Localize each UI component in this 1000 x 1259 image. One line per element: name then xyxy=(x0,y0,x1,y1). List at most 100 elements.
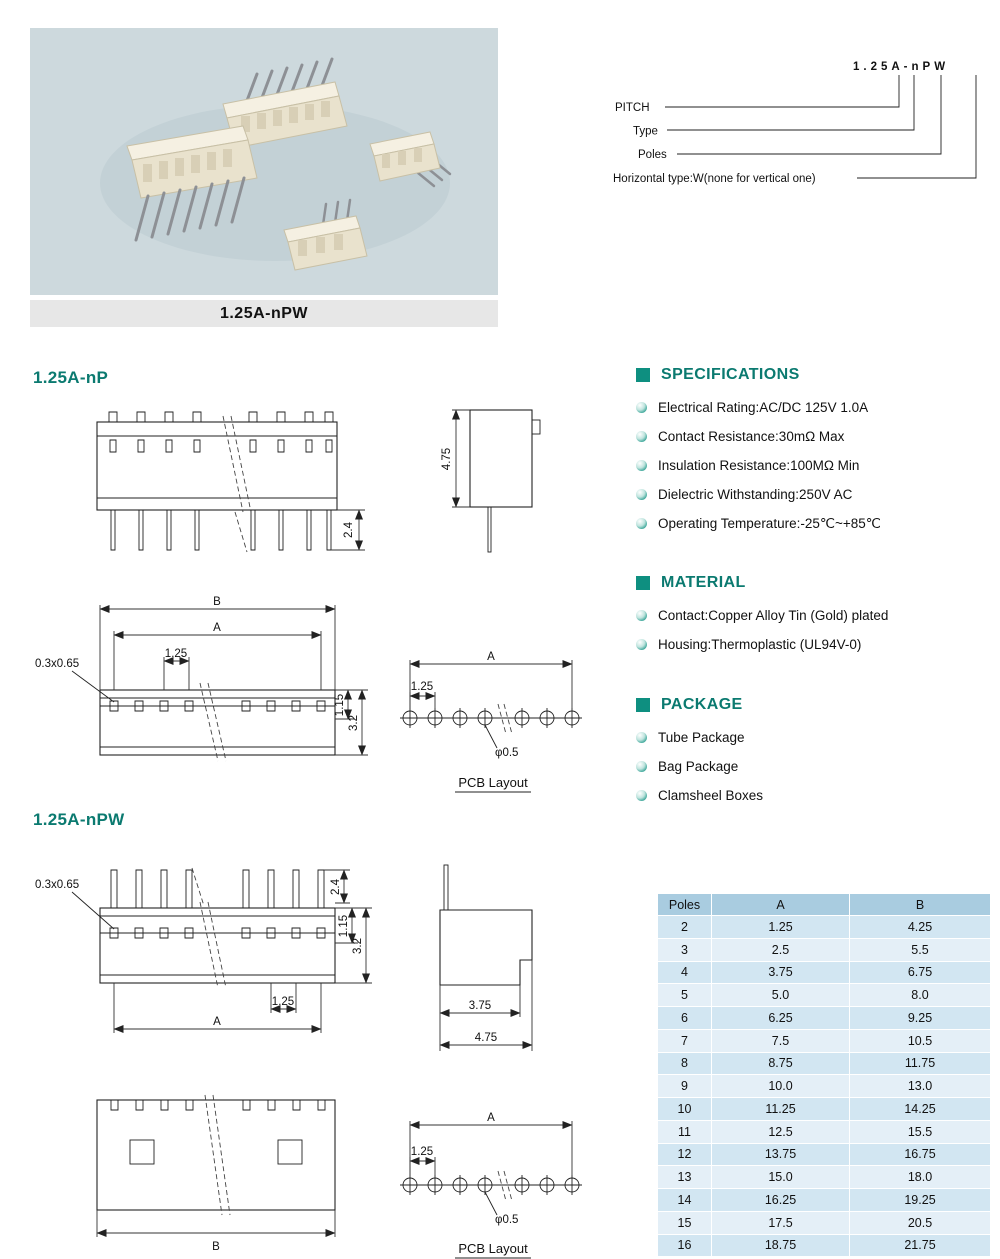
dim-a-label: A xyxy=(213,1016,221,1028)
table-cell: 3.75 xyxy=(711,960,850,985)
table-cell: 13.75 xyxy=(711,1142,850,1167)
table-cell: 19.25 xyxy=(849,1188,991,1212)
bullet-ball-icon xyxy=(636,402,647,413)
npw-front-drawing: 0.3x0.65 2.4 1.15 3.2 1.25 A xyxy=(35,867,372,1033)
table-cell: 15.0 xyxy=(711,1165,850,1189)
table-cell: 11.25 xyxy=(711,1097,850,1121)
package-block: PACKAGE Tube Package Bag Package Clamshe… xyxy=(636,696,1000,810)
material-item: Housing:Thermoplastic (UL94V-0) xyxy=(636,630,1000,659)
dim-a-label: A xyxy=(487,651,495,663)
table-cell: 1.25 xyxy=(711,915,850,939)
table-cell: 8.75 xyxy=(711,1051,850,1076)
table-cell: 17.5 xyxy=(711,1210,850,1235)
np-bottom-drawing: B A 1.25 0.3x0.65 1.15 3.2 xyxy=(35,596,368,762)
part-code-diagram: 1.25A-nPW PITCH Type Poles Horizontal ty… xyxy=(613,61,977,185)
table-cell: 8.0 xyxy=(849,983,991,1007)
material-block: MATERIAL Contact:Copper Alloy Tin (Gold)… xyxy=(636,574,1000,659)
table-cell: 11 xyxy=(657,1119,712,1144)
table-cell: 4 xyxy=(657,960,712,985)
specifications-block: SPECIFICATIONS Electrical Rating:AC/DC 1… xyxy=(636,366,1000,538)
table-cell: 11.75 xyxy=(849,1051,991,1076)
bullet-ball-icon xyxy=(636,431,647,442)
part-code: 1.25A-nPW xyxy=(853,61,949,73)
section-title-npw: 1.25A-nPW xyxy=(33,810,125,829)
table-cell: 15.5 xyxy=(849,1119,991,1144)
connector-illustration-left xyxy=(126,125,258,242)
dim-pitch-label: 1.25 xyxy=(411,681,433,693)
product-photo xyxy=(30,28,498,295)
table-cell: 5.5 xyxy=(849,937,991,962)
table-cell: 16.25 xyxy=(711,1188,850,1212)
table-cell: 21.75 xyxy=(849,1233,991,1258)
dim-pin-length-label: 2.4 xyxy=(330,878,342,895)
table-cell: 16.75 xyxy=(849,1142,991,1167)
table-cell: 3 xyxy=(657,937,712,962)
table-cell: 9 xyxy=(657,1074,712,1098)
table-cell: 13.0 xyxy=(849,1074,991,1098)
legend-pitch-label: PITCH xyxy=(615,102,650,114)
dim-pitch-label: 1.25 xyxy=(165,648,187,660)
section-title-np: 1.25A-nP xyxy=(33,368,109,387)
material-item: Contact:Copper Alloy Tin (Gold) plated xyxy=(636,601,1000,630)
column-header-a: A xyxy=(711,893,850,916)
pcb-layout-label: PCB Layout xyxy=(458,775,528,790)
table-cell: 2.5 xyxy=(711,937,850,962)
dim-b-label: B xyxy=(213,596,221,608)
spec-item: Dielectric Withstanding:250V AC xyxy=(636,480,1000,509)
square-bullet-icon xyxy=(636,698,650,712)
square-bullet-icon xyxy=(636,368,650,382)
table-cell: 12 xyxy=(657,1142,712,1167)
column-header-b: B xyxy=(849,893,991,916)
npw-pcb-layout-drawing: A 1.25 φ0.5 PCB Layout xyxy=(400,1112,582,1259)
dim-row-height-label: 1.15 xyxy=(338,915,350,937)
bullet-ball-icon xyxy=(636,460,647,471)
legend-poles-label: Poles xyxy=(638,149,667,161)
table-cell: 7.5 xyxy=(711,1028,850,1053)
table-cell: 18.75 xyxy=(711,1233,850,1258)
bullet-ball-icon xyxy=(636,790,647,801)
dim-slot-label: 0.3x0.65 xyxy=(35,658,79,670)
bullet-ball-icon xyxy=(636,732,647,743)
dim-body-height-label: 4.75 xyxy=(441,448,453,470)
bullet-ball-icon xyxy=(636,610,647,621)
table-cell: 10.0 xyxy=(711,1074,850,1098)
package-heading: PACKAGE xyxy=(636,696,1000,714)
column-header-poles: Poles xyxy=(657,893,712,916)
package-item: Clamsheel Boxes xyxy=(636,781,1000,810)
material-heading: MATERIAL xyxy=(636,574,1000,592)
table-cell: 12.5 xyxy=(711,1119,850,1144)
table-cell: 18.0 xyxy=(849,1165,991,1189)
photo-panel: 1.25A-nPW xyxy=(30,28,498,327)
table-cell: 16 xyxy=(657,1233,712,1258)
table-cell: 14 xyxy=(657,1188,712,1212)
table-cell: 6.25 xyxy=(711,1006,850,1030)
dim-pitch-label: 1.25 xyxy=(272,996,294,1008)
dim-hole-label: φ0.5 xyxy=(495,1214,518,1226)
dim-hole-label: φ0.5 xyxy=(495,747,518,759)
table-cell: 7 xyxy=(657,1028,712,1053)
table-cell: 13 xyxy=(657,1165,712,1189)
legend-type-label: Type xyxy=(633,126,658,138)
table-cell: 5.0 xyxy=(711,983,850,1007)
table-cell: 20.5 xyxy=(849,1210,991,1235)
bullet-ball-icon xyxy=(636,518,647,529)
square-bullet-icon xyxy=(636,576,650,590)
dim-body-height-label: 4.75 xyxy=(475,1032,497,1044)
photo-caption: 1.25A-nPW xyxy=(30,300,498,327)
dim-pitch-label: 1.25 xyxy=(411,1146,433,1158)
dim-b-label: B xyxy=(212,1241,220,1253)
table-cell: 2 xyxy=(657,915,712,939)
dim-row-height-label: 1.15 xyxy=(334,694,346,716)
